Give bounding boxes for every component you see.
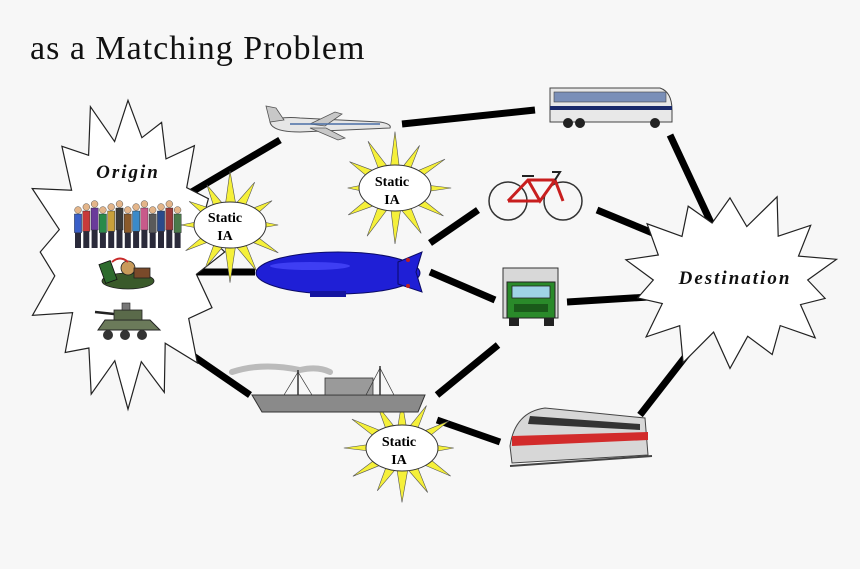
people-group-icon: [74, 200, 182, 248]
bicycle-icon: [488, 171, 583, 221]
person-figure-legs: [75, 232, 81, 248]
person-figure-body: [123, 213, 132, 233]
person-figure-head: [149, 206, 157, 214]
static-ia-burst-1: Static IA: [180, 171, 279, 283]
person-figure-head: [115, 200, 124, 208]
person-figure-body: [132, 210, 140, 232]
airplane-icon: [265, 105, 391, 141]
edge-ship-truck: [434, 342, 501, 398]
person-figure-body: [99, 213, 107, 233]
person-figure-body: [107, 210, 115, 232]
person-figure-legs: [83, 231, 90, 248]
person-figure-body: [157, 210, 165, 232]
static-ia-burst-2: Static IA: [347, 131, 452, 245]
person-figure-legs: [108, 231, 115, 248]
person-figure-head: [140, 200, 149, 208]
person-figure-legs: [158, 231, 164, 248]
person-figure-head: [82, 203, 90, 211]
tank-icon: [94, 302, 162, 340]
static-ia-label-line1: Static: [375, 175, 409, 190]
person-figure-body: [173, 213, 182, 233]
origin-burst: Origin: [31, 98, 226, 412]
person-figure-head: [99, 206, 107, 214]
person-figure-body: [74, 213, 82, 233]
person-figure-legs: [124, 232, 131, 248]
supplies-icon: [98, 257, 155, 290]
person-figure-legs: [133, 231, 140, 248]
person-figure-body: [115, 207, 124, 231]
static-ia-label-line2: IA: [391, 453, 407, 468]
destination-burst: Destination: [624, 195, 839, 370]
person-figure-legs: [149, 232, 156, 248]
person-figure-head: [157, 203, 165, 211]
person-figure-head: [174, 206, 182, 214]
person-figure-head: [132, 203, 140, 211]
edge-ship-train: [435, 416, 502, 446]
edge-blimp-bike: [428, 207, 480, 246]
person-figure-head: [124, 206, 132, 214]
static-ia-label-line2: IA: [384, 193, 400, 208]
person-figure-legs: [166, 230, 173, 248]
static-ia-burst-3: Static IA: [343, 401, 454, 503]
slide-title: as a Matching Problem: [30, 30, 366, 67]
person-figure-legs: [174, 232, 181, 248]
train-icon: [509, 407, 653, 467]
person-figure-legs: [141, 230, 148, 248]
person-figure-legs: [116, 230, 123, 248]
destination-label: Destination: [678, 268, 792, 289]
static-ia-label-line1: Static: [208, 211, 242, 226]
connection-lines: [160, 106, 716, 446]
bus-icon: [549, 87, 673, 128]
truck-icon: [502, 267, 559, 326]
edge-origin-plane: [188, 136, 282, 197]
person-figure-head: [74, 206, 82, 214]
ship-icon: [229, 363, 426, 413]
person-figure-body: [140, 207, 149, 231]
edge-plane-bus: [401, 106, 536, 128]
person-figure-head: [90, 200, 99, 208]
person-figure-head: [107, 203, 115, 211]
static-ia-label-line1: Static: [382, 435, 416, 450]
person-figure-body: [148, 213, 157, 233]
edge-blimp-truck: [428, 268, 497, 304]
person-figure-body: [82, 210, 91, 232]
person-figure-body: [165, 207, 174, 231]
edge-bus-destination: [666, 133, 716, 227]
static-ia-label-line2: IA: [217, 229, 233, 244]
person-figure-legs: [99, 232, 106, 248]
person-figure-head: [165, 200, 173, 208]
blimp-icon: [255, 251, 423, 297]
person-figure-body: [90, 207, 99, 231]
origin-label: Origin: [96, 162, 160, 183]
person-figure-legs: [91, 230, 98, 248]
